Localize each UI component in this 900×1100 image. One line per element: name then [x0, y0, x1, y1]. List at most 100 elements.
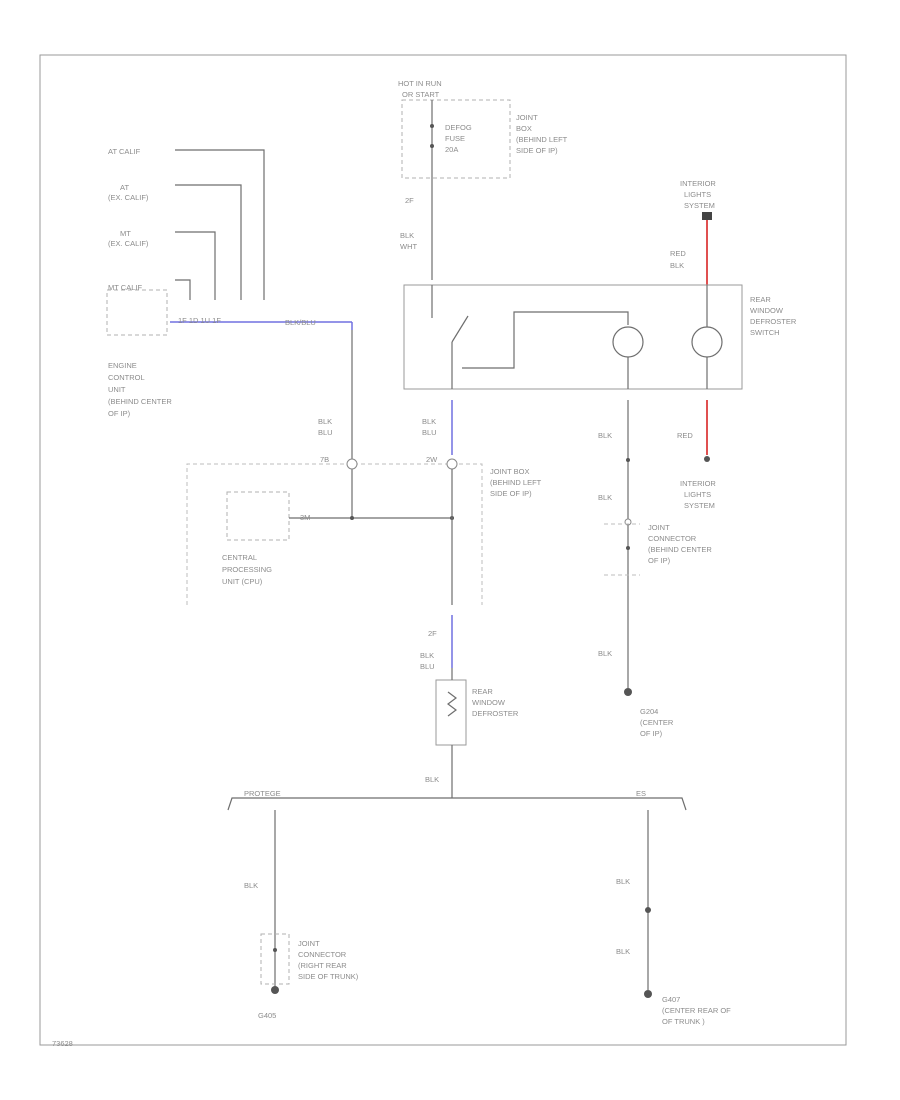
rear-window-defroster-switch-box [403, 284, 743, 390]
label-ils-bot-2: LIGHTS [684, 490, 711, 499]
label-defroster-1: REAR [472, 687, 493, 696]
label-ecu-3: UNIT [108, 385, 126, 394]
label-ils-bot-3: SYSTEM [684, 501, 715, 510]
label-g405: G405 [258, 1011, 276, 1020]
label-fuse-2: FUSE [445, 134, 465, 143]
label-jb-top-4: SIDE OF IP) [516, 146, 558, 155]
label-at-calif: AT CALIF [108, 147, 141, 156]
label-blkwht-1: BLK [400, 231, 414, 240]
label-ecu-wire: BLK/BLU [285, 318, 316, 327]
label-ils-top-3: SYSTEM [684, 201, 715, 210]
label-blkblu-mid-1: BLK [422, 417, 436, 426]
label-blkblu-mid-2: BLU [422, 428, 437, 437]
label-ecu-4: (BEHIND CENTER [108, 397, 172, 406]
label-switch-1: REAR [750, 295, 771, 304]
label-jb-top-1: JOINT [516, 113, 538, 122]
engine-control-unit-box [106, 289, 168, 336]
label-ils-bot-1: INTERIOR [680, 479, 716, 488]
label-redblk-1: RED [670, 249, 686, 258]
label-switch-3: DEFROSTER [750, 317, 797, 326]
label-g204-3: OF IP) [640, 729, 663, 738]
label-jb-mid-1: JOINT BOX [490, 467, 529, 476]
cpu-box [226, 491, 290, 541]
label-fuse-1: DEFOG [445, 123, 472, 132]
label-defroster-2: WINDOW [472, 698, 506, 707]
label-fuse-3: 20A [445, 145, 458, 154]
bottom-branch [227, 797, 687, 998]
label-es: ES [636, 789, 646, 798]
label-at-ex-calif-2: (EX. CALIF) [108, 193, 149, 202]
label-g407-2: (CENTER REAR OF [662, 1006, 731, 1015]
label-pin-7b: 7B [320, 455, 329, 464]
diagram-border [39, 54, 847, 1046]
label-jc-trunk-1: JOINT [298, 939, 320, 948]
label-red: RED [677, 431, 693, 440]
label-blk-sw-3: BLK [598, 649, 612, 658]
label-blk-sw-1: BLK [598, 431, 612, 440]
label-ecu-2: CONTROL [108, 373, 145, 382]
label-jc-ip-4: OF IP) [648, 556, 671, 565]
label-cpu-2: PROCESSING [222, 565, 272, 574]
fuse-circuit [430, 100, 434, 280]
ils-top-connector [702, 212, 712, 220]
label-g407-1: G407 [662, 995, 680, 1004]
label-defroster-3: DEFROSTER [472, 709, 519, 718]
label-pin-2w: 2W [426, 455, 438, 464]
ecu-blue-harness [170, 321, 353, 518]
label-g204-2: (CENTER [640, 718, 674, 727]
label-blkblu-left-1: BLK [318, 417, 332, 426]
defroster-internals [447, 668, 457, 798]
label-hot-1: HOT IN RUN [398, 79, 442, 88]
label-ils-top-1: INTERIOR [680, 179, 716, 188]
label-jc-trunk-3: (RIGHT REAR [298, 961, 347, 970]
label-at-ex-calif-1: AT [120, 183, 129, 192]
label-blkblu-left-2: BLU [318, 428, 333, 437]
right-ground-wire [604, 400, 640, 696]
label-mt-ex-calif-1: MT [120, 229, 131, 238]
label-blk-def: BLK [425, 775, 439, 784]
cpu-wire [289, 516, 454, 520]
label-ecu-5: OF IP) [108, 409, 131, 418]
figure-id: 73628 [52, 1039, 73, 1048]
label-jb-mid-3: SIDE OF IP) [490, 489, 532, 498]
label-protege: PROTEGE [244, 789, 281, 798]
switch-internals [431, 285, 723, 389]
label-switch-4: SWITCH [750, 328, 780, 337]
joint-box-middle [186, 458, 483, 605]
label-jc-trunk-4: SIDE OF TRUNK) [298, 972, 359, 981]
label-mt-calif: MT CALIF [108, 283, 142, 292]
label-jb-top-2: BOX [516, 124, 532, 133]
label-ecu-1: ENGINE [108, 361, 137, 370]
label-jc-ip-3: (BEHIND CENTER [648, 545, 712, 554]
label-2f-top: 2F [405, 196, 414, 205]
ils-bottom-connector [704, 456, 710, 462]
label-pin-3m: 3M [300, 513, 310, 522]
label-blkblu-low-1: BLK [420, 651, 434, 660]
diagram-text: AT CALIF AT (EX. CALIF) MT (EX. CALIF) M… [52, 79, 797, 1048]
label-blk-prot: BLK [244, 881, 258, 890]
label-cpu-1: CENTRAL [222, 553, 257, 562]
label-blk-es-2: BLK [616, 947, 630, 956]
label-jc-ip-1: JOINT [648, 523, 670, 532]
label-jc-ip-2: CONNECTOR [648, 534, 697, 543]
label-g407-3: OF TRUNK ) [662, 1017, 705, 1026]
label-jb-mid-2: (BEHIND LEFT [490, 478, 542, 487]
label-blk-es-1: BLK [616, 877, 630, 886]
label-g204-1: G204 [640, 707, 658, 716]
label-hot-2: OR START [402, 90, 440, 99]
joint-box-top [401, 99, 511, 179]
label-cpu-3: UNIT (CPU) [222, 577, 263, 586]
label-switch-2: WINDOW [750, 306, 784, 315]
label-2f-bot: 2F [428, 629, 437, 638]
label-redblk-2: BLK [670, 261, 684, 270]
label-ils-top-2: LIGHTS [684, 190, 711, 199]
label-blk-sw-2: BLK [598, 493, 612, 502]
rear-window-defroster-box [435, 679, 467, 746]
label-jc-trunk-2: CONNECTOR [298, 950, 347, 959]
label-mt-ex-calif-2: (EX. CALIF) [108, 239, 149, 248]
label-blkblu-low-2: BLU [420, 662, 435, 671]
label-blkwht-2: WHT [400, 242, 417, 251]
ecu-input-wires [175, 149, 265, 300]
label-jb-top-3: (BEHIND LEFT [516, 135, 568, 144]
